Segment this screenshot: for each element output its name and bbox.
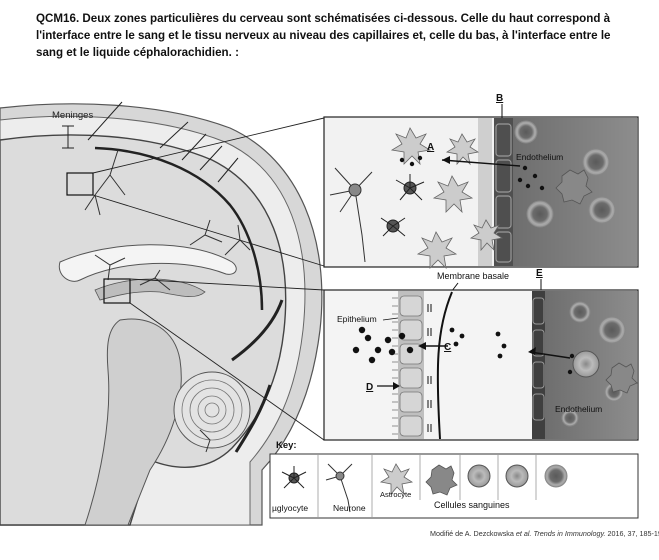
astrocyte-icon — [379, 463, 414, 496]
bottom-zoom-panel: Epithelium Endothelium C D — [323, 289, 639, 441]
caption-suffix: 2016, 37, 185-192 — [607, 529, 659, 538]
question-text: QCM16. Deux zones particulières du cerve… — [36, 12, 611, 59]
caption-italic: et al. Trends in Immunology. — [515, 529, 606, 538]
blood-cell-icon-1 — [467, 464, 491, 488]
letter-d: D — [366, 382, 373, 393]
key-neurone-label: Neurone — [333, 503, 366, 513]
brain-section: Meninges — [0, 101, 325, 526]
letter-a: A — [427, 142, 434, 153]
letter-b: B — [496, 93, 503, 104]
key-microglyocyte-label: µglyocyte — [272, 503, 308, 513]
epithelium-label: Epithelium — [337, 314, 377, 324]
key-cellules-label: Cellules sanguines — [434, 500, 510, 510]
neurone-icon — [325, 463, 353, 513]
source-caption: Modifié de A. Dezckowska et al. Trends i… — [430, 529, 659, 538]
caption-prefix: Modifié de A. Dezckowska — [430, 529, 516, 538]
endothelium-top-label: Endothelium — [516, 152, 563, 162]
platelet-icon — [425, 464, 458, 496]
key-title: Key: — [276, 440, 297, 451]
letter-c: C — [444, 342, 451, 353]
key-astrocyte-label: Astrocyte — [380, 490, 411, 499]
top-zoom-panel: Endothelium A — [323, 116, 639, 270]
blood-cell-icon-2 — [505, 464, 529, 488]
letter-e: E — [536, 268, 543, 279]
membrane-basale-label: Membrane basale — [437, 271, 509, 281]
meninges-label: Meninges — [52, 110, 93, 121]
blood-cell-icon-3 — [544, 464, 568, 488]
key-legend: Key: µglyocyte Neurone Astrocyte C — [269, 440, 639, 519]
microglyocyte-icon — [281, 466, 307, 489]
endothelium-bottom-label: Endothelium — [555, 404, 602, 414]
